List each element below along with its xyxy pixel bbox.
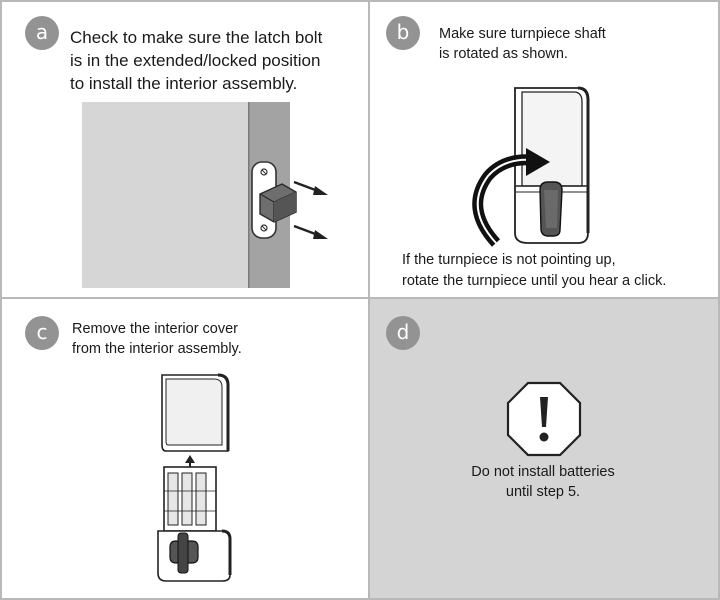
step-d-badge: d (386, 316, 420, 350)
exclamation-mark (540, 397, 548, 427)
step-c-instruction: Remove the interior cover from the inter… (72, 319, 242, 359)
step-b-note-line-1: If the turnpiece is not pointing up, (402, 252, 616, 268)
step-c-line-2: from the interior assembly. (72, 341, 242, 357)
step-b-line-1: Make sure turnpiece shaft (439, 26, 606, 42)
step-a-line-2: is in the extended/locked position (70, 51, 321, 70)
step-a-panel: a Check to make sure the latch bolt is i… (2, 2, 370, 299)
interior-cover-removal-icon (157, 373, 232, 582)
step-a-line-1: Check to make sure the latch bolt (70, 28, 323, 47)
step-c-badge: c (25, 316, 59, 350)
latch-bolt-extended-icon (82, 102, 328, 288)
step-d-line-2: until step 5. (505, 484, 581, 500)
step-d-panel: d Do not install batteries until step 5. (370, 299, 718, 598)
step-b-instruction: Make sure turnpiece shaft is rotated as … (439, 24, 606, 64)
door-face (82, 102, 248, 288)
warning-octagon-icon (506, 381, 582, 457)
step-b-note: If the turnpiece is not pointing up, rot… (402, 250, 666, 292)
step-a-line-3: to install the interior assembly. (70, 74, 298, 93)
step-a-instruction: Check to make sure the latch bolt is in … (70, 26, 322, 95)
step-b-line-2: is rotated as shown. (439, 46, 568, 62)
step-a-badge: a (25, 16, 59, 50)
step-d-line-1: Do not install batteries (471, 464, 615, 480)
step-b-badge: b (386, 16, 420, 50)
turnpiece-rotation-icon (472, 86, 590, 247)
step-c-line-1: Remove the interior cover (72, 321, 239, 337)
step-b-note-line-2: rotate the turnpiece until you hear a cl… (402, 273, 667, 289)
step-d-warning: Do not install batteries until step 5. (370, 462, 716, 502)
step-b-panel: b Make sure turnpiece shaft is rotated a… (370, 2, 718, 299)
step-c-panel: c Remove the interior cover from the int… (2, 299, 370, 598)
